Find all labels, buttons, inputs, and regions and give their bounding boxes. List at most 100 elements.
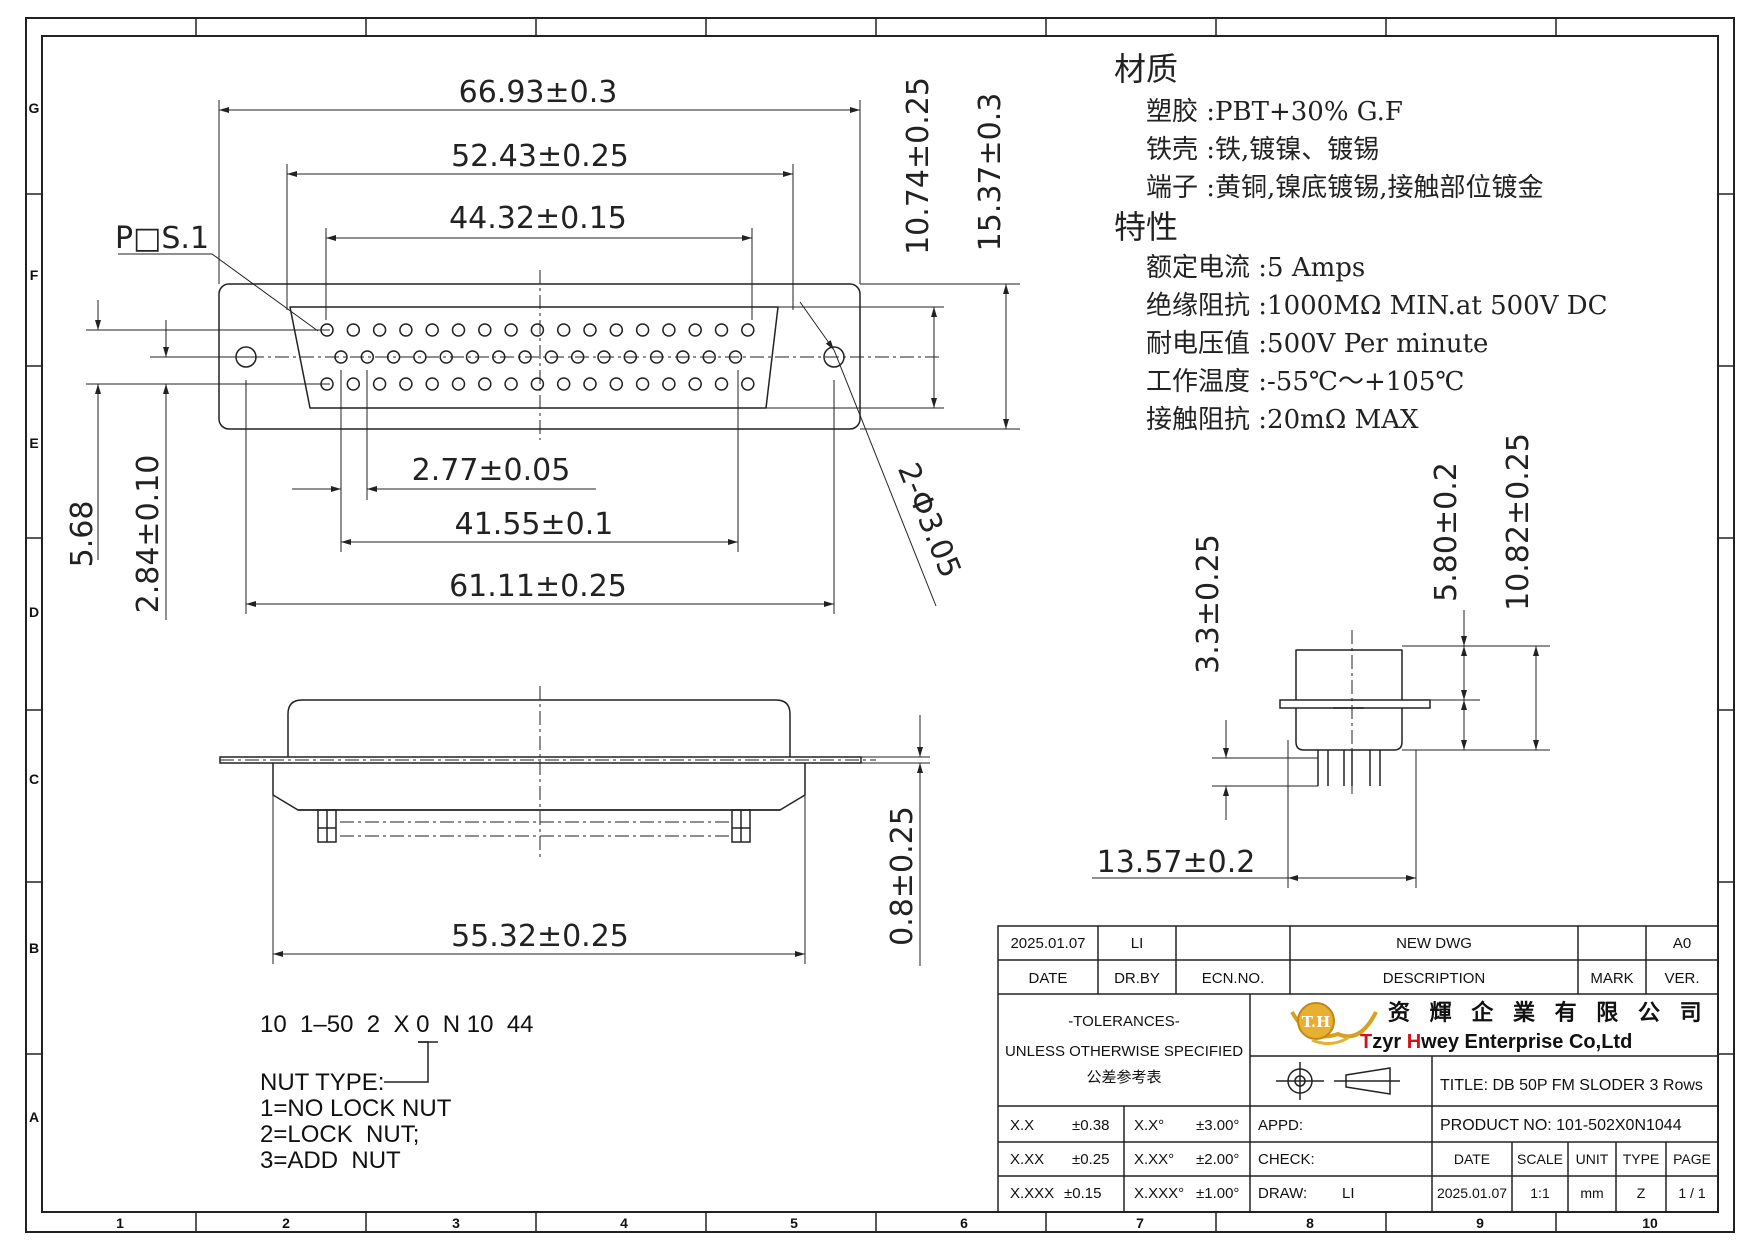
front-dimension-texts: 66.93±0.3 52.43±0.25 44.32±0.15 P□S.1 2.… (65, 75, 1008, 613)
logo-text: T.H (1302, 1013, 1331, 1031)
pin-contact (714, 323, 729, 337)
dim-13-57: 13.57±0.2 (1097, 845, 1256, 880)
zone-col-7: 7 (1136, 1215, 1144, 1231)
spec-line-1: 额定电流 :5 Amps (1146, 253, 1365, 283)
pin-contact (478, 377, 492, 391)
pin-contact (623, 350, 638, 364)
pin-contact (714, 377, 729, 391)
zone-row-A: A (29, 1109, 39, 1125)
zone-col-5: 5 (790, 1215, 798, 1231)
pin-array (320, 323, 755, 391)
zone-col-3: 3 (452, 1215, 460, 1231)
rev-desc: NEW DWG (1396, 935, 1472, 952)
pin-contact (635, 323, 650, 337)
pin-contact (451, 377, 466, 391)
dim-5-80: 5.80±0.2 (1429, 462, 1464, 602)
dim-10-82: 10.82±0.25 (1501, 433, 1536, 611)
zone-row-B: B (29, 940, 39, 956)
zone-col-1: 1 (116, 1215, 124, 1231)
bottom-dimension-lines (272, 715, 930, 966)
pin-contact (346, 323, 361, 337)
bottom-dimension-texts: 55.32±0.25 0.8±0.25 (451, 806, 920, 954)
spec-line-3: 耐电压值 :500V Per minute (1146, 329, 1488, 359)
pin-contact (492, 350, 506, 364)
tolerance-table: X.X ±0.38 X.X° ±3.00° X.XX ±0.25 X.XX° ±… (1010, 1077, 1703, 1202)
tol-3-d: ±1.00° (1196, 1185, 1239, 1202)
unless-text: UNLESS OTHERWISE SPECIFIED (1005, 1043, 1243, 1060)
sheet-info: DATE SCALE UNIT TYPE PAGE 2025.01.07 1:1… (1437, 1151, 1711, 1201)
header-description: DESCRIPTION (1383, 970, 1486, 987)
pin-contact (439, 350, 453, 364)
dim-10-74: 10.74±0.25 (901, 77, 936, 255)
zone-row-C: C (29, 771, 39, 787)
side-view (1279, 649, 1431, 786)
rev-ver: A0 (1673, 935, 1691, 952)
pin-contact (609, 377, 624, 391)
pin-contact (556, 377, 571, 391)
tol-3-a: X.XXX (1010, 1185, 1054, 1202)
dim-2-84: 2.84±0.10 (131, 455, 166, 614)
h2-page: PAGE (1673, 1151, 1711, 1167)
zone-ticks (26, 18, 1734, 1232)
material-line-2: 铁壳 :铁,镀镍、镀锡 (1146, 135, 1379, 165)
side-dimension-texts: 5.80±0.2 10.82±0.25 3.3±0.25 13.57±0.2 (1097, 433, 1536, 880)
header-mark: MARK (1590, 970, 1633, 987)
part-code: 10 1–50 2 X 0 N 10 44 (260, 1011, 534, 1038)
spec-line-4: 工作温度 :-55℃～+105℃ (1146, 367, 1464, 397)
pin-contact (544, 350, 559, 364)
pin-contact (609, 323, 624, 337)
dim-61-11: 61.11±0.25 (449, 569, 627, 604)
pin-contact (504, 323, 518, 337)
pin-contact (530, 323, 545, 337)
product-number: PRODUCT NO: 101-502X0N1044 (1440, 1117, 1682, 1134)
pin-contact (556, 323, 571, 337)
pin-contact (688, 323, 702, 337)
dim-41-55: 41.55±0.1 (455, 507, 614, 542)
tol-1-d: ±3.00° (1196, 1117, 1239, 1134)
bottom-body (272, 763, 806, 811)
material-line-1: 塑胶 :PBT+30% G.F (1146, 97, 1403, 127)
pin-contact (425, 323, 439, 337)
header-ecn: ECN.NO. (1202, 970, 1265, 987)
nut-type-label: NUT TYPE: (260, 1069, 384, 1096)
title-block-grid (997, 925, 1719, 1213)
rev-by: LI (1131, 935, 1144, 952)
pin-contact (649, 350, 664, 364)
bottom-centerlines (220, 686, 876, 860)
tol-2-d: ±2.00° (1196, 1151, 1239, 1168)
tolerance-ref: 公差参考表 (1086, 1069, 1161, 1086)
zone-col-10: 10 (1642, 1215, 1658, 1231)
pin-contact (372, 323, 387, 337)
dim-52-43: 52.43±0.25 (451, 139, 629, 174)
dim-3-3: 3.3±0.25 (1191, 534, 1226, 674)
pin-contact (334, 350, 348, 364)
pin-contact (504, 377, 518, 391)
company-logo: T.H (1290, 1002, 1378, 1045)
check-label: CHECK: (1258, 1151, 1315, 1168)
company-en-zyr: zyr (1372, 1031, 1406, 1053)
part-code-block: 10 1–50 2 X 0 N 10 44 NUT TYPE: 1=NO LOC… (260, 1011, 534, 1174)
header-date: DATE (1029, 970, 1068, 987)
dim-5-68: 5.68 (65, 501, 100, 568)
pin-contact (425, 377, 439, 391)
dim-0-8: 0.8±0.25 (885, 806, 920, 946)
tolerances-heading: -TOLERANCES- (1068, 1013, 1179, 1030)
materials-heading: 材质 (1114, 50, 1178, 88)
appd-label: APPD: (1258, 1117, 1303, 1134)
pin-contact (530, 377, 545, 391)
pin-contact (518, 350, 532, 364)
pin-contact (413, 350, 427, 364)
materials-block: 材质 塑胶 :PBT+30% G.F 铁壳 :铁,镀镍、镀锡 端子 :黄铜,镍底… (1114, 50, 1544, 203)
header-ver: VER. (1664, 970, 1699, 987)
dim-66-93: 66.93±0.3 (459, 75, 618, 110)
pin-contact (662, 323, 676, 337)
pos1-label: P□S.1 (115, 221, 209, 256)
tol-1-a: X.X (1010, 1117, 1034, 1134)
specs-block: 特性 额定电流 :5 Amps 绝缘阻抗 :1000MΩ MIN.at 500V… (1114, 208, 1608, 435)
pin-contact (399, 377, 413, 391)
pin-contact (570, 350, 585, 364)
zone-col-9: 9 (1476, 1215, 1484, 1231)
spec-line-2: 绝缘阻抗 :1000MΩ MIN.at 500V DC (1146, 291, 1608, 321)
h2-scale: SCALE (1517, 1151, 1563, 1167)
